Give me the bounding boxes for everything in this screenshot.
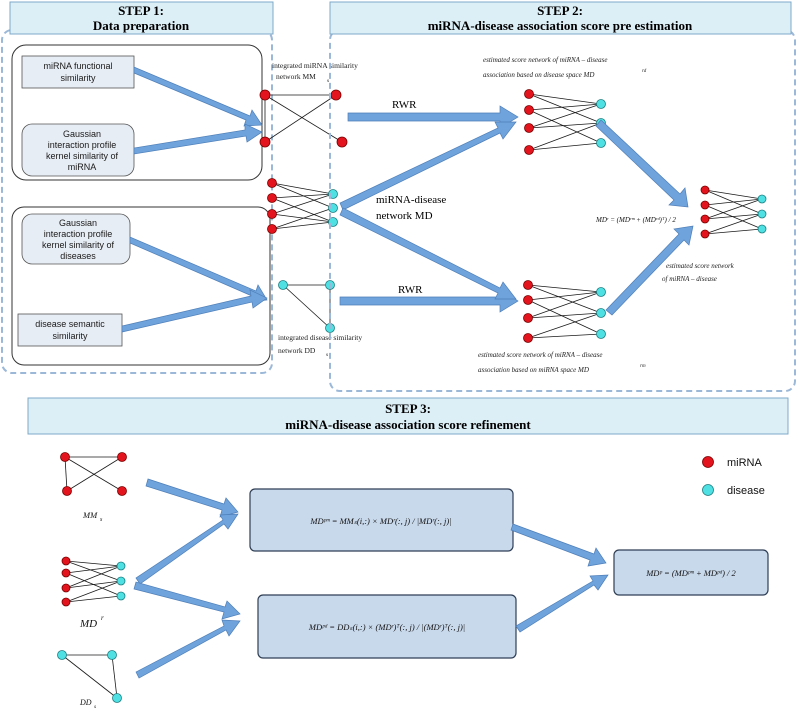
legend-mirna-swatch [702, 456, 714, 468]
arrow-gaussian-disease-to-dd [129, 236, 268, 303]
disease-semantic-line2: similarity [53, 331, 88, 341]
integrated-mirna-label-line2: network MM [276, 72, 316, 81]
rwr-bottom-label: RWR [398, 284, 423, 296]
dd-small-label-sub: s [94, 704, 96, 709]
arrow-md-to-bottom [339, 207, 517, 300]
md-rm-network [523, 280, 606, 343]
note-bottom-line2: association based on miRNA space MD [478, 366, 589, 374]
formula-pm-box [249, 488, 514, 552]
disease-semantic-box [17, 313, 123, 347]
dd-small-network [57, 650, 122, 703]
arrow-md-to-pd [133, 581, 241, 620]
md-network-label-line1: miRNA-disease [376, 194, 446, 206]
note-top-line2: association based on disease space MD [483, 71, 594, 79]
step1-title: STEP 1: [118, 3, 164, 18]
gaussian-mirna-line4: miRNA [68, 162, 97, 172]
step3-subtitle: miRNA-disease association score refineme… [285, 417, 531, 432]
legend-disease-label: disease [727, 485, 765, 497]
integrated-disease-label-line2: network DD [278, 346, 316, 355]
rwr-top-label: RWR [392, 99, 417, 111]
step2-title: STEP 2: [537, 3, 583, 18]
note-top-line1: estimated score network of miRNA – disea… [483, 56, 607, 64]
arrow-semantic-to-dd [121, 289, 268, 333]
md-r-small-network [61, 556, 126, 607]
gaussian-mirna-line3: kernel similarity of [46, 151, 119, 161]
note-bottom-sup: rm [640, 364, 646, 369]
formula-p: MDᵖ = (MDᵖᵐ + MDᵖᵈ) / 2 [645, 568, 736, 578]
formula-pd: MDᵖᵈ = DDₛ(i,:) × (MDʳ)ᵀ(:, j) / |(MDʳ)ᵀ… [308, 622, 465, 632]
arrow-md-to-top [339, 121, 517, 211]
step3-title: STEP 3: [385, 401, 431, 416]
note-right-line2: of miRNA – disease [662, 275, 717, 283]
note-bottom-line1: estimated score network of miRNA – disea… [478, 351, 602, 359]
md-r-small-label: MD [79, 618, 97, 630]
arrow-gaussian-mirna-to-mm [133, 123, 263, 155]
step2-subtitle: miRNA-disease association score pre esti… [428, 18, 693, 33]
arrow-rwr-top [347, 105, 519, 129]
note-top-sup: rd [642, 69, 647, 74]
formula-mid: MDʳ = (MDʳᵐ + (MDʳᵈ)ᵀ) / 2 [595, 216, 676, 224]
md-network-middle [267, 178, 338, 234]
gaussian-mirna-line1: Gaussian [63, 129, 101, 139]
arrow-pd-to-p [515, 574, 609, 633]
arrow-rd-to-combined [595, 119, 689, 208]
mirna-similarity-group [11, 44, 263, 181]
arrow-rwr-bottom [339, 289, 519, 313]
disease-similarity-group [11, 206, 271, 366]
gaussian-disease-line3: kernel similarity of [42, 240, 115, 250]
arrow-rm-to-combined [605, 225, 694, 316]
note-right-line1: estimated score network [666, 262, 735, 270]
mm-small-label: MM [82, 510, 98, 520]
disease-semantic-line1: disease semantic [35, 319, 105, 329]
integrated-disease-label-line1: integrated disease similarity [278, 333, 362, 342]
mirna-functional-line1: miRNA functional [43, 61, 112, 71]
mm-small-label-sub: s [100, 517, 103, 523]
formula-p-box [613, 549, 769, 596]
gaussian-disease-line4: diseases [60, 251, 96, 261]
integrated-mirna-label-line1: integrated miRNA similarity [272, 61, 358, 70]
gaussian-disease-line2: interaction profile [44, 229, 113, 239]
md-r-network [700, 185, 767, 239]
mm-network [259, 89, 348, 148]
md-r-small-label-sup: r [101, 614, 104, 622]
arrow-md-to-pm [135, 513, 239, 585]
dd-network [278, 280, 335, 333]
md-rd-network [524, 89, 606, 155]
gaussian-mirna-line2: interaction profile [48, 140, 117, 150]
legend-disease-swatch [702, 484, 714, 496]
md-network-label-line2: network MD [376, 210, 433, 222]
mm-small-network [60, 452, 127, 496]
formula-pm: MDᵖᵐ = MMₛ(i,:) × MDʳ(:, j) / |MDʳ(:, j)… [309, 516, 451, 526]
step3-header [27, 397, 789, 435]
step2-header [329, 1, 792, 35]
arrow-mm-to-pm [145, 478, 239, 518]
arrow-functional-to-mm [133, 66, 263, 127]
step1-header [9, 1, 274, 35]
integrated-mirna-label-sub: s [327, 78, 329, 84]
arrow-dd-to-pd [135, 619, 241, 679]
step1-subtitle: Data preparation [93, 18, 190, 33]
dd-small-label: DD [79, 698, 92, 707]
arrow-pm-to-p [510, 523, 607, 567]
gaussian-disease-line1: Gaussian [59, 218, 97, 228]
legend-mirna-label: miRNA [727, 457, 762, 469]
integrated-disease-label-sub: s [326, 352, 328, 358]
mirna-functional-line2: similarity [61, 73, 96, 83]
